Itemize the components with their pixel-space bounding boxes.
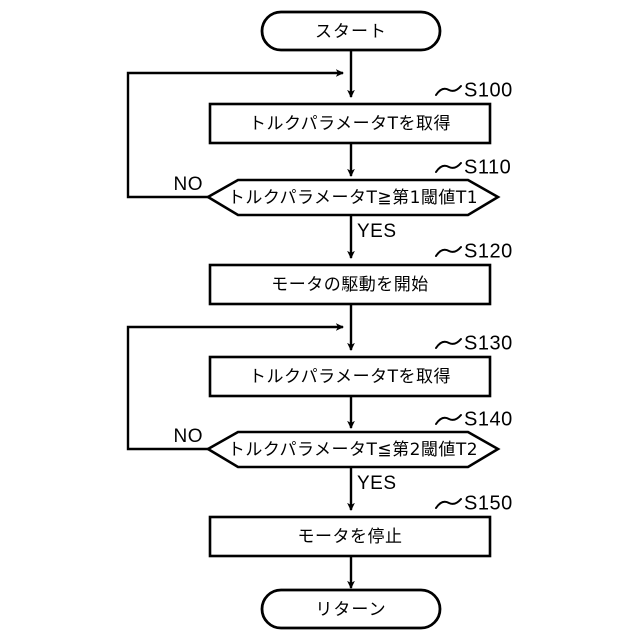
loop-path-2 [126,323,345,451]
node-s100: トルクパラメータTを取得 [208,102,492,145]
step-label-s120: S120 [464,240,513,262]
loop-path-1 [126,69,345,199]
step-label-s150: S150 [464,492,513,514]
step-callout-s130: S130 [435,332,513,354]
node-s150: モータを停止 [208,515,492,558]
branch-label-no-second: NO [174,426,204,447]
step-label-s110: S110 [464,156,511,178]
node-s130: トルクパラメータTを取得 [208,355,492,398]
node-start-label: スタート [315,22,387,42]
node-s120-label: モータの駆動を開始 [271,275,429,295]
step-callout-s100: S100 [435,79,513,101]
node-start: スタート [260,10,442,52]
step-callout-s110: S110 [435,156,511,178]
node-s110-label: トルクパラメータT≧第1閾値T1 [228,188,478,208]
node-s140-label: トルクパラメータT≦第2閾値T2 [228,440,478,460]
step-callout-s120: S120 [435,240,513,262]
step-label-s140: S140 [464,408,513,430]
step-label-s100: S100 [464,79,513,101]
node-s100-label: トルクパラメータTを取得 [249,114,451,134]
node-return: リターン [260,588,442,630]
node-s110: トルクパラメータT≧第1閾値T1 [205,178,501,217]
node-s120: モータの駆動を開始 [208,263,492,306]
step-label-s130: S130 [464,332,513,354]
node-s130-label: トルクパラメータTを取得 [249,367,451,387]
branch-label-no-first: NO [174,174,204,195]
node-s140: トルクパラメータT≦第2閾値T2 [205,430,501,469]
step-callout-s140: S140 [435,408,513,430]
branch-label-yes-second: YES [357,473,397,494]
node-return-label: リターン [315,600,386,620]
node-s150-label: モータを停止 [298,527,403,547]
branch-label-yes-first: YES [357,221,397,242]
step-callout-s150: S150 [435,492,513,514]
